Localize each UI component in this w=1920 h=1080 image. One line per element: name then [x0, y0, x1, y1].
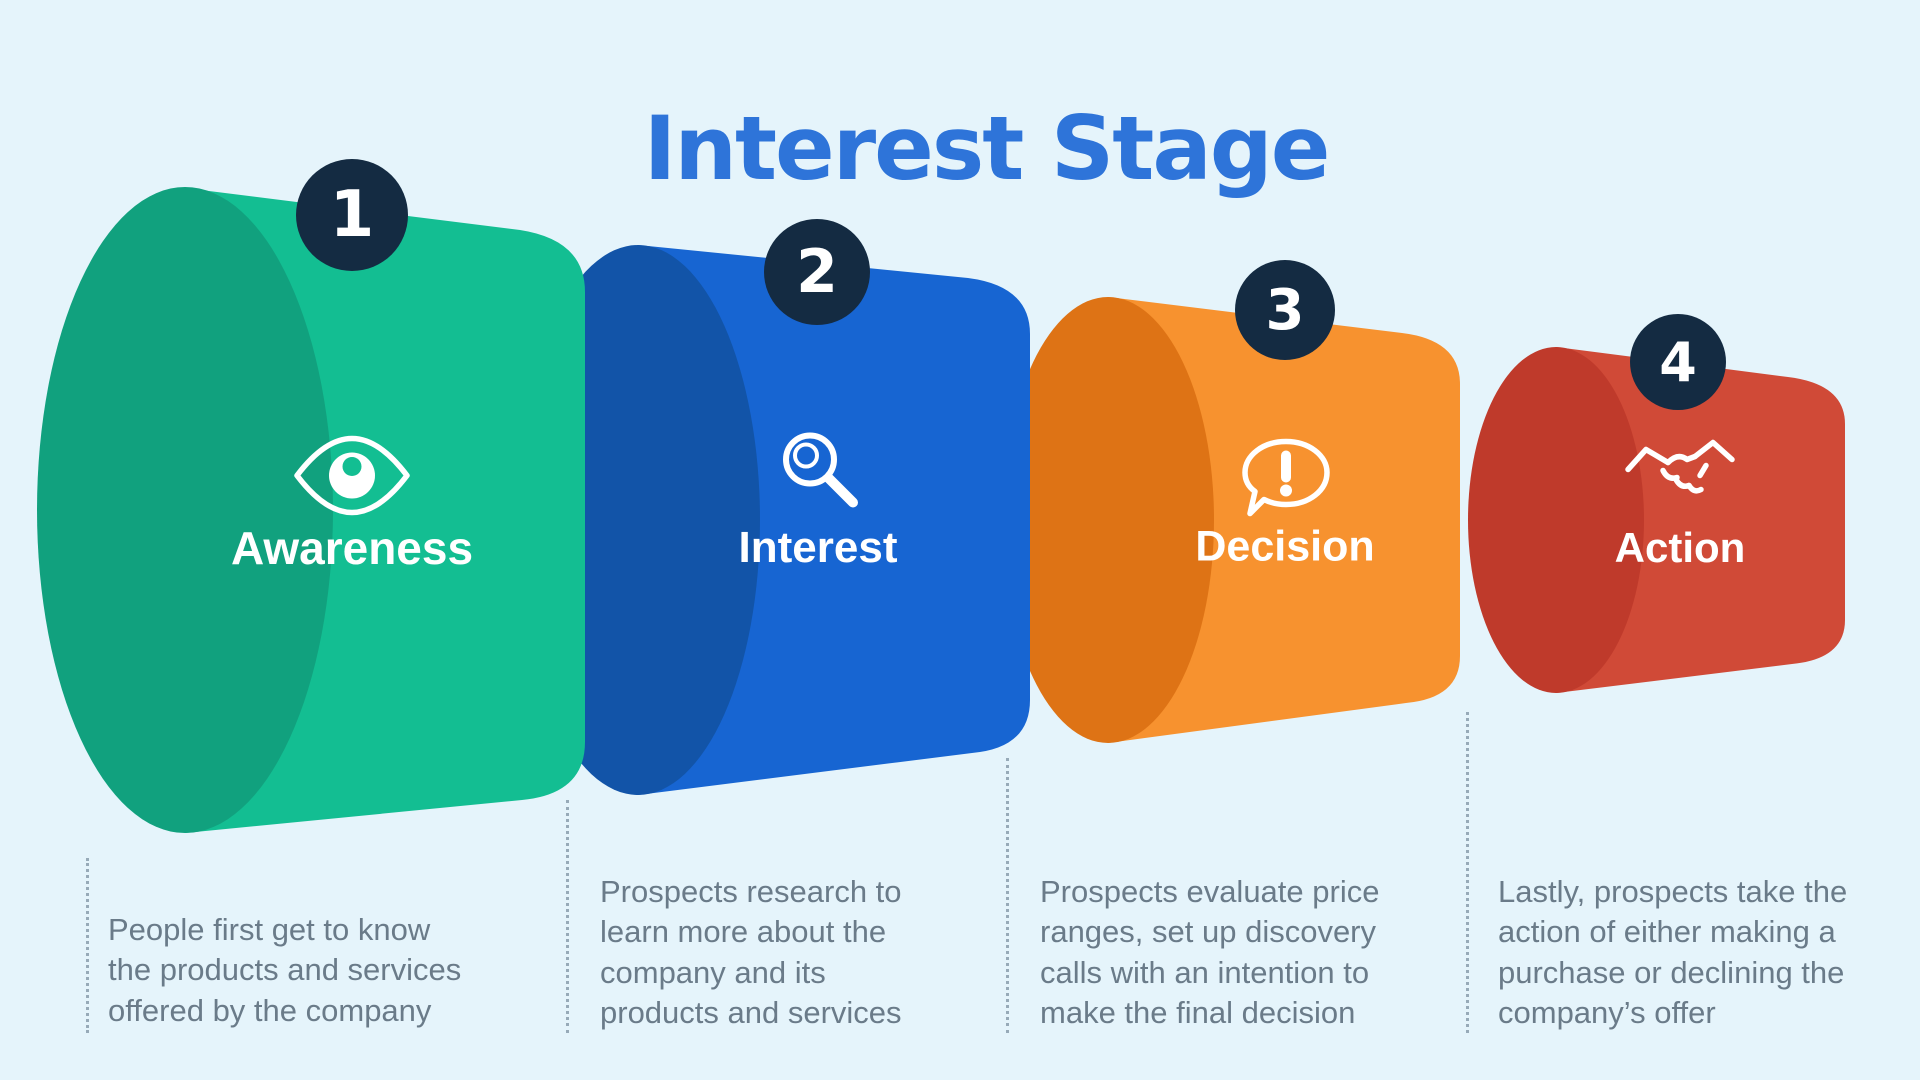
magnifier-icon	[772, 422, 868, 523]
stage-3-number-badge: 3	[1235, 260, 1335, 360]
stage-2-dotted-line	[566, 800, 569, 1033]
speech-bubble-exclamation-icon	[1234, 429, 1338, 528]
stage-1-shape	[37, 187, 585, 833]
stage-3-dotted-line	[1006, 758, 1009, 1033]
stage-3-number: 3	[1265, 277, 1305, 343]
stage-1-dotted-line	[86, 858, 89, 1033]
stage-4-dotted-line	[1466, 712, 1469, 1033]
stage-1-number-badge: 1	[296, 159, 408, 271]
handshake-icon	[1624, 432, 1736, 517]
stage-2-number-badge: 2	[764, 219, 870, 325]
stage-1-description: People first get to know the products an…	[108, 912, 462, 1028]
stage-2-label: Interest	[738, 523, 898, 572]
eye-icon	[290, 433, 414, 524]
stage-2-description: Prospects research to learn more about t…	[600, 874, 902, 1030]
stage-4-shape	[1468, 347, 1845, 693]
stage-3-description: Prospects evaluate price ranges, set up …	[1040, 874, 1380, 1030]
stage-3-label: Decision	[1195, 522, 1375, 571]
stage-4-number-badge: 4	[1630, 314, 1726, 410]
stage-4-number: 4	[1659, 330, 1697, 394]
stage-2-number: 2	[796, 237, 838, 307]
stage-3-shape	[1002, 297, 1460, 743]
page-title: Interest Stage	[643, 96, 1331, 200]
stage-1-number: 1	[329, 178, 375, 252]
stage-4-label: Action	[1614, 524, 1746, 571]
stage-4-description: Lastly, prospects take the action of eit…	[1498, 874, 1848, 1030]
stage-1-label: Awareness	[230, 522, 474, 574]
